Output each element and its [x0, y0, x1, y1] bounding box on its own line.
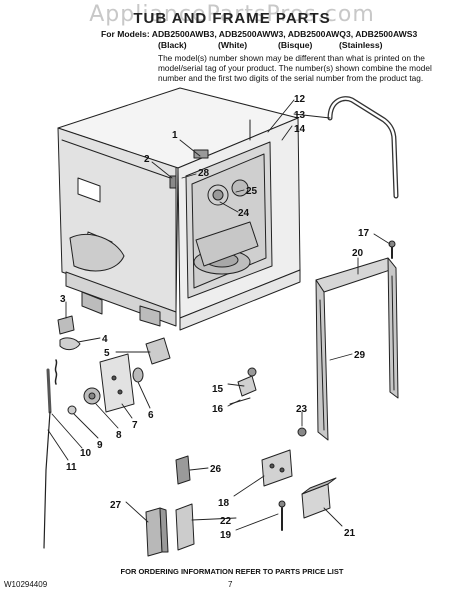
ordering-note: FOR ORDERING INFORMATION REFER TO PARTS … — [120, 567, 344, 576]
color-black: (Black) — [158, 40, 187, 50]
callout-21: 21 — [344, 528, 356, 539]
page-title: TUB AND FRAME PARTS — [133, 10, 331, 27]
callout-22: 22 — [220, 516, 232, 527]
callout-16: 16 — [212, 404, 224, 415]
page-number: 7 — [228, 580, 233, 589]
door-frame — [315, 257, 399, 441]
note-line: model/serial tag of your product. The nu… — [158, 63, 432, 73]
callout-labels: 1 2 3 4 5 6 7 8 9 10 11 12 13 14 15 16 1… — [60, 94, 370, 541]
callout-27: 27 — [110, 500, 122, 511]
callout-7: 7 — [132, 420, 138, 431]
callout-26: 26 — [210, 464, 222, 475]
callout-17: 17 — [358, 228, 370, 239]
color-stainless: (Stainless) — [339, 40, 383, 50]
leader-lines — [47, 99, 391, 531]
document-number: W10294409 — [4, 580, 48, 589]
callout-18: 18 — [218, 498, 230, 509]
callout-15: 15 — [212, 384, 224, 395]
callout-28: 28 — [198, 168, 210, 179]
callout-24: 24 — [238, 208, 250, 219]
tub-gasket — [327, 96, 399, 199]
callout-5: 5 — [104, 348, 110, 359]
callout-9: 9 — [97, 440, 103, 451]
note-line: number and the first two digits of the s… — [158, 73, 424, 83]
callout-13: 13 — [294, 110, 306, 121]
callout-6: 6 — [148, 410, 154, 421]
callout-20: 20 — [352, 248, 364, 259]
model-note: The model(s) number shown may be differe… — [158, 53, 448, 83]
callout-19: 19 — [220, 530, 232, 541]
tub-assembly — [57, 87, 301, 331]
leveling-foot — [57, 315, 75, 335]
note-line: The model(s) number shown may be differe… — [158, 53, 425, 63]
callout-12: 12 — [294, 94, 306, 105]
callout-4: 4 — [102, 334, 108, 345]
callout-10: 10 — [80, 448, 92, 459]
callout-1: 1 — [172, 130, 178, 141]
mounting-plate — [99, 353, 135, 413]
callout-23: 23 — [296, 404, 308, 415]
callout-14: 14 — [294, 124, 306, 135]
color-bisque: (Bisque) — [278, 40, 313, 50]
callout-8: 8 — [116, 430, 122, 441]
models-line: For Models: ADB2500AWB3, ADB2500AWW3, AD… — [101, 29, 418, 39]
callout-29: 29 — [354, 350, 366, 361]
watermark: AppliancePartsPros.com — [89, 2, 375, 27]
callout-2: 2 — [144, 154, 150, 165]
callout-11: 11 — [66, 462, 77, 473]
callout-25: 25 — [246, 186, 258, 197]
color-white: (White) — [218, 40, 248, 50]
callout-3: 3 — [60, 294, 66, 305]
